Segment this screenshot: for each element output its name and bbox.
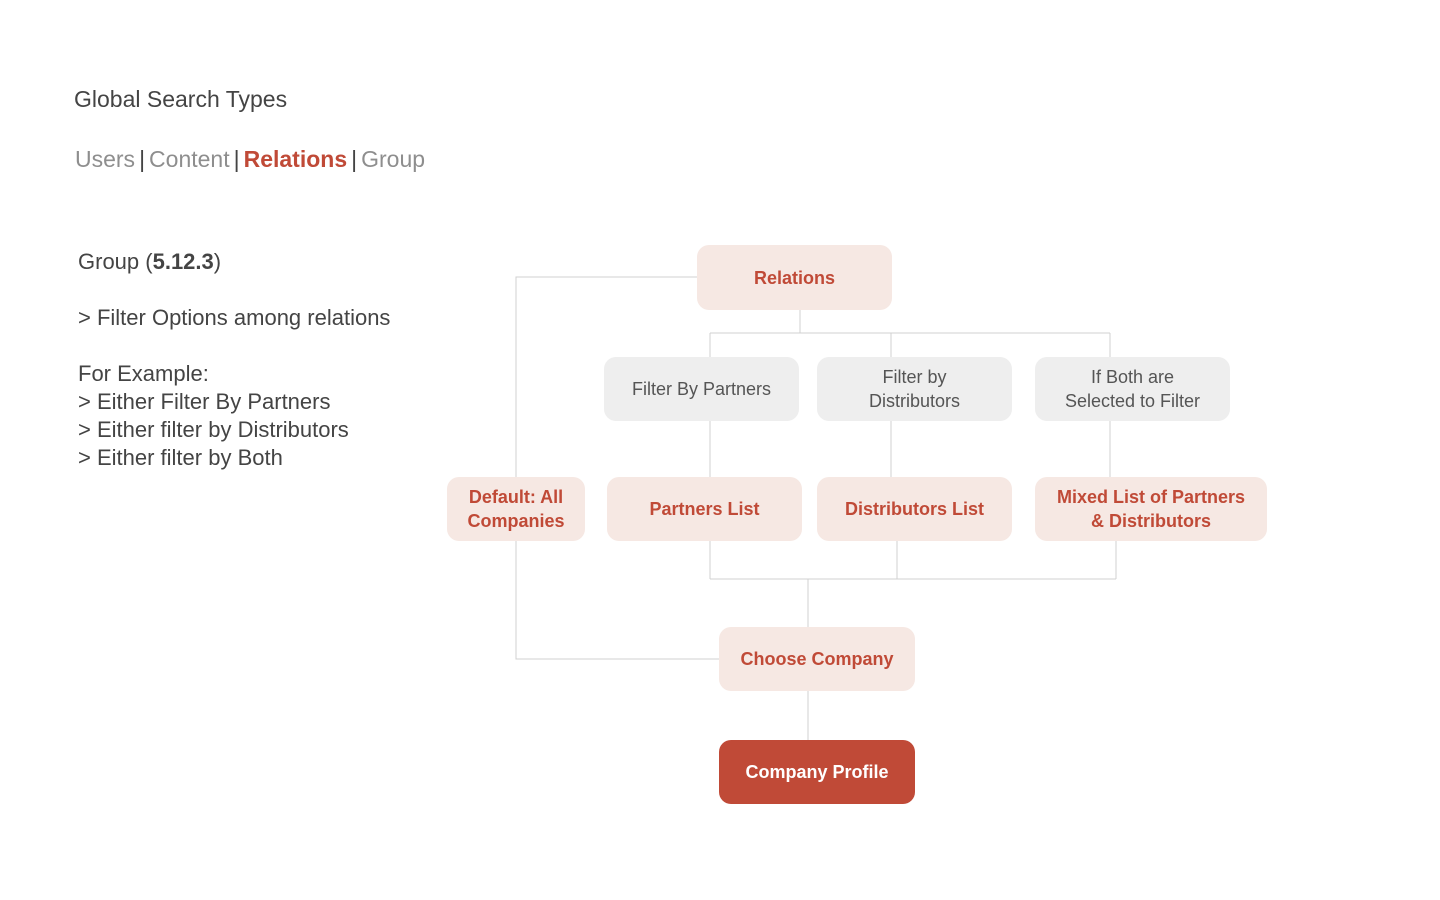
example-heading: For Example: xyxy=(78,361,209,386)
filter-options-line: > Filter Options among relations xyxy=(78,305,391,330)
tab-separator: | xyxy=(351,146,358,172)
node-distributors-list[interactable]: Distributors List xyxy=(817,477,1012,541)
group-prefix: Group ( xyxy=(78,249,153,274)
connector-relations-to-default xyxy=(515,276,697,477)
example-item: > Either filter by Distributors xyxy=(78,417,349,442)
example-item: > Either filter by Both xyxy=(78,445,283,470)
page-title: Global Search Types xyxy=(74,86,288,112)
group-suffix: ) xyxy=(213,249,222,274)
tab-content[interactable]: Content xyxy=(149,146,230,172)
search-type-nav: Users|Content|Relations|Group xyxy=(75,146,425,173)
node-relations[interactable]: Relations xyxy=(697,245,892,310)
example-item: > Either Filter By Partners xyxy=(78,389,331,414)
tab-separator: | xyxy=(233,146,240,172)
connector-default-to-choose xyxy=(515,541,719,660)
node-company-profile[interactable]: Company Profile xyxy=(719,740,915,804)
tab-group[interactable]: Group xyxy=(361,146,426,172)
description-panel: Group (5.12.3) > Filter Options among re… xyxy=(78,248,390,472)
tab-users[interactable]: Users xyxy=(75,146,136,172)
node-filter-by-distributors[interactable]: Filter by Distributors xyxy=(817,357,1012,421)
group-heading: Group (5.12.3) xyxy=(78,248,390,276)
tab-relations[interactable]: Relations xyxy=(243,146,348,172)
node-partners-list[interactable]: Partners List xyxy=(607,477,802,541)
connector-lists-merge xyxy=(709,541,1117,627)
node-mixed-list[interactable]: Mixed List of Partners & Distributors xyxy=(1035,477,1267,541)
node-if-both-selected[interactable]: If Both are Selected to Filter xyxy=(1035,357,1230,421)
tab-separator: | xyxy=(139,146,146,172)
node-choose-company[interactable]: Choose Company xyxy=(719,627,915,691)
node-filter-by-partners[interactable]: Filter By Partners xyxy=(604,357,799,421)
node-default-all-companies[interactable]: Default: All Companies xyxy=(447,477,585,541)
group-version: 5.12.3 xyxy=(152,249,214,274)
connector-relations-to-branches xyxy=(709,310,1111,357)
